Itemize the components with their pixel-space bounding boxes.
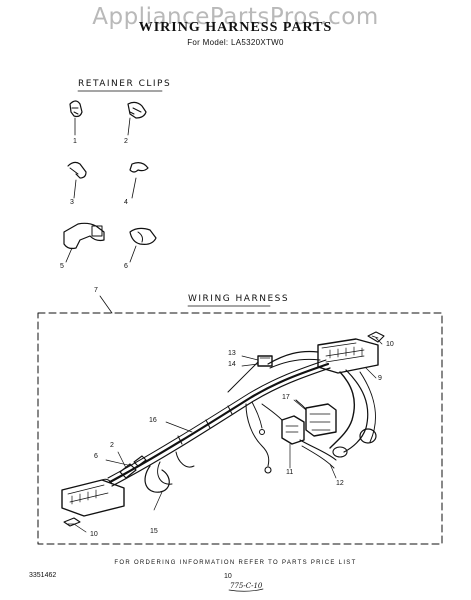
- handwritten-note: 775-C-10: [230, 582, 263, 590]
- callout-6: 6: [124, 263, 128, 270]
- ordering-note: FOR ORDERING INFORMATION REFER TO PARTS …: [114, 560, 357, 566]
- callout-2: 2: [124, 138, 128, 145]
- retainer-clip-4: [129, 162, 149, 199]
- callout-9: 9: [378, 375, 382, 382]
- callout-10-bottom: 10: [90, 531, 98, 538]
- callout-6-harness: 6: [94, 453, 98, 460]
- callout-leaders: [73, 337, 383, 533]
- retainer-clip-3: [67, 161, 87, 199]
- callout-7: 7: [94, 287, 98, 294]
- callout-13: 13: [228, 350, 236, 357]
- page-number: 10: [224, 573, 232, 580]
- callout-12: 12: [336, 480, 344, 487]
- wiring-harness-drawing: [61, 331, 385, 527]
- retainer-clip-2: [127, 101, 147, 136]
- callout-2-harness: 2: [110, 442, 114, 449]
- callout-16: 16: [149, 417, 157, 424]
- callout-15: 15: [150, 528, 158, 535]
- callout-5: 5: [60, 263, 64, 270]
- callout-17: 17: [282, 394, 290, 401]
- page-title: WIRING HARNESS PARTS: [138, 20, 333, 35]
- retainer-clip-6: [129, 227, 157, 263]
- retainer-clips-heading: RETAINER CLIPS: [78, 79, 172, 89]
- watermark-text: AppliancePartsPros.com: [92, 4, 379, 30]
- callout-14: 14: [228, 361, 236, 368]
- callout-4: 4: [124, 199, 128, 206]
- leader-7: [99, 295, 113, 314]
- wiring-harness-heading: WIRING HARNESS: [188, 294, 290, 304]
- retainer-clip-5: [63, 222, 105, 263]
- retainer-clip-1: [69, 100, 83, 136]
- document-number: 3351462: [29, 572, 57, 579]
- callout-10-top: 10: [386, 341, 394, 348]
- harness-boundary: [37, 312, 443, 545]
- model-subtitle: For Model: LA5320XTW0: [187, 38, 284, 47]
- callout-3: 3: [70, 199, 74, 206]
- callout-1: 1: [73, 138, 77, 145]
- callout-11: 11: [286, 469, 294, 476]
